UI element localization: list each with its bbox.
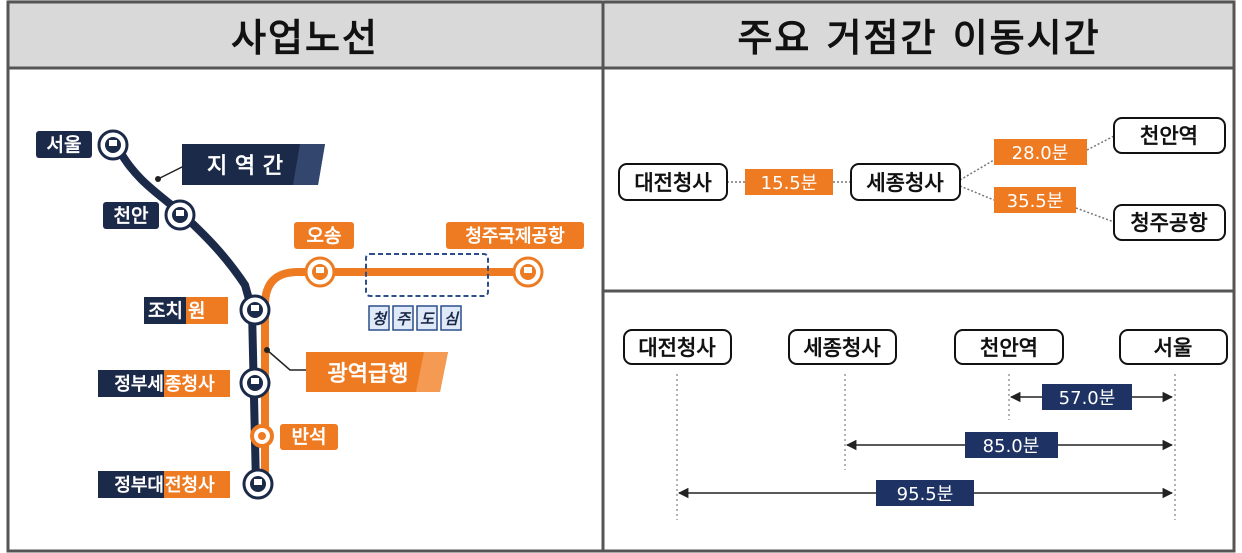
col-label-cheonan-station: 천안역 xyxy=(980,336,1038,360)
label-bg-osong xyxy=(294,222,354,249)
label-bg-jochiwon-b xyxy=(186,297,228,324)
col-label-daejeon: 대전청사 xyxy=(638,336,716,360)
col-label-sejong: 세종청사 xyxy=(803,336,881,360)
node-sejong xyxy=(850,163,961,201)
header-route-title: 사업노선 xyxy=(231,15,379,60)
time-label-cheonan-seoul: 57.0분 xyxy=(1059,388,1116,409)
node-label-daejeon: 대전청사 xyxy=(634,171,712,195)
regional-banner-accent xyxy=(293,144,325,185)
station-label-daejeon-b: 전청사 xyxy=(165,475,215,496)
node-cheongju-airport xyxy=(1113,204,1226,241)
station-icon-jochiwon xyxy=(239,294,271,326)
header-travel-time-title: 주요 거점간 이동시간 xyxy=(737,15,1101,60)
node-cheonan-station xyxy=(1113,117,1226,154)
express-banner xyxy=(306,352,448,392)
station-label-cheonan: 천안 xyxy=(114,205,149,227)
header-travel-time: 주요 거점간 이동시간 xyxy=(604,0,1234,68)
time-badge-sejong-cheongju xyxy=(994,187,1076,213)
time-label-daejeon-seoul: 95.5분 xyxy=(897,484,954,505)
station-icon-cheongju-airport xyxy=(512,256,544,288)
label-bg-cheonan xyxy=(103,202,159,229)
downtown-char-2: 주 xyxy=(396,310,412,328)
col-label-seoul: 서울 xyxy=(1154,336,1193,360)
station-label-bansuk: 반석 xyxy=(292,426,327,448)
time-label-sejong-seoul: 85.0분 xyxy=(983,436,1040,457)
station-label-osong: 오송 xyxy=(307,225,342,247)
station-icon-osong xyxy=(304,256,336,288)
node-label-cheongju-airport: 청주공항 xyxy=(1130,211,1207,235)
station-icon-bansuk xyxy=(250,424,274,448)
station-icon-daejeon xyxy=(242,468,274,500)
label-bg-jochiwon-a xyxy=(144,297,186,324)
time-label-sejong-cheonan: 28.0분 xyxy=(1012,143,1069,164)
station-label-cheongju-airport: 청주국제공항 xyxy=(465,226,565,247)
downtown-char-3: 도 xyxy=(420,310,435,328)
connector-lower-cheongju xyxy=(1075,207,1115,223)
col-header-sejong xyxy=(788,329,897,365)
time-badge-daejeon-seoul xyxy=(876,480,974,506)
regional-leader-dot xyxy=(155,176,161,182)
label-bg-bansuk xyxy=(280,424,338,450)
node-label-cheonan-station: 천안역 xyxy=(1140,124,1198,148)
regional-banner xyxy=(182,144,325,185)
regional-leader-line xyxy=(159,164,187,179)
station-label-seoul: 서울 xyxy=(47,134,82,156)
station-icon-seoul xyxy=(97,129,129,161)
station-label-jochiwon-a: 조치 xyxy=(148,300,183,322)
downtown-char-1: 청 xyxy=(372,310,388,328)
cheongju-downtown-label: 청 주 도 심 xyxy=(368,305,462,331)
express-banner-accent xyxy=(416,352,448,392)
travel-top-section: 대전청사 세종청사 천안역 청주공항 15.5분 28.0분 35.5분 xyxy=(618,117,1226,241)
time-label-daejeon-sejong: 15.5분 xyxy=(761,173,818,194)
downtown-char-4: 심 xyxy=(444,310,460,328)
outer-border xyxy=(6,0,1236,553)
express-leader-line xyxy=(266,349,306,371)
station-label-sejong-b: 종청사 xyxy=(165,374,215,395)
label-bg-seoul xyxy=(36,131,92,158)
station-icon-sejong xyxy=(239,367,271,399)
label-bg-sejong-b xyxy=(164,370,230,397)
station-label-sejong-a: 정부세 xyxy=(114,374,164,395)
node-label-sejong: 세종청사 xyxy=(866,171,944,195)
time-badge-sejong-seoul xyxy=(965,432,1058,458)
station-icon-cheonan xyxy=(164,199,196,231)
label-bg-daejeon-b xyxy=(164,471,230,498)
label-bg-sejong-a xyxy=(98,370,164,397)
time-badge-daejeon-sejong xyxy=(745,169,833,195)
time-label-sejong-cheongju: 35.5분 xyxy=(1007,191,1064,212)
node-daejeon xyxy=(618,163,728,201)
connector-sejong-lower xyxy=(959,185,995,201)
col-header-daejeon xyxy=(623,329,732,365)
cheongju-downtown-box xyxy=(365,253,489,297)
travel-bottom-section: 대전청사 세종청사 천안역 서울 57.0분 85.0분 95.5분 xyxy=(623,329,1228,520)
station-label-daejeon-a: 정부대 xyxy=(114,475,164,496)
col-header-cheonan-station xyxy=(954,329,1064,365)
col-header-seoul xyxy=(1119,329,1228,365)
header-route: 사업노선 xyxy=(8,0,602,68)
time-badge-sejong-cheonan xyxy=(994,139,1087,165)
label-bg-cheongju-airport xyxy=(446,222,584,249)
station-label-jochiwon-b: 원 xyxy=(188,300,205,322)
time-badge-cheonan-seoul xyxy=(1042,384,1132,410)
connector-upper-cheonan xyxy=(1086,135,1115,151)
regional-label: 지 역 간 xyxy=(207,154,283,179)
connector-sejong-upper xyxy=(959,159,995,181)
label-bg-daejeon-a xyxy=(98,471,164,498)
express-label: 광역급행 xyxy=(328,362,409,387)
